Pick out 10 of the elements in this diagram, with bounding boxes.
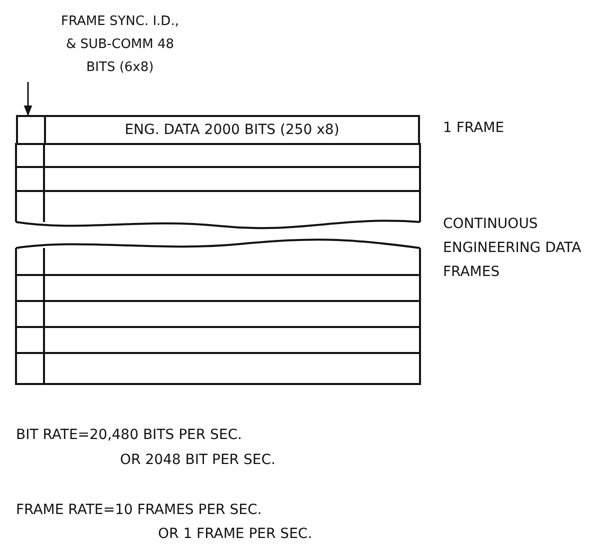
sync-cell — [16, 115, 46, 145]
rate-text: OR 2048 BIT PER SEC. — [120, 451, 276, 470]
data-cell: ENG. DATA 2000 BITS (250 x8) — [44, 115, 420, 145]
arrow — [24, 82, 32, 116]
callout-text: FRAME SYNC. I.D., & SUB-COMM 48 BITS (6x8) — [54, 10, 186, 82]
rate-text: FRAME RATE=10 FRAMES PER SEC. — [16, 501, 262, 520]
frame-label: 1 FRAME — [443, 119, 504, 138]
rate-text: BIT RATE=20,480 BITS PER SEC. — [16, 426, 242, 445]
side-note: CONTINUOUS ENGINEERING DATA FRAMES — [443, 215, 582, 282]
rate-text: OR 1 FRAME PER SEC. — [158, 525, 312, 544]
